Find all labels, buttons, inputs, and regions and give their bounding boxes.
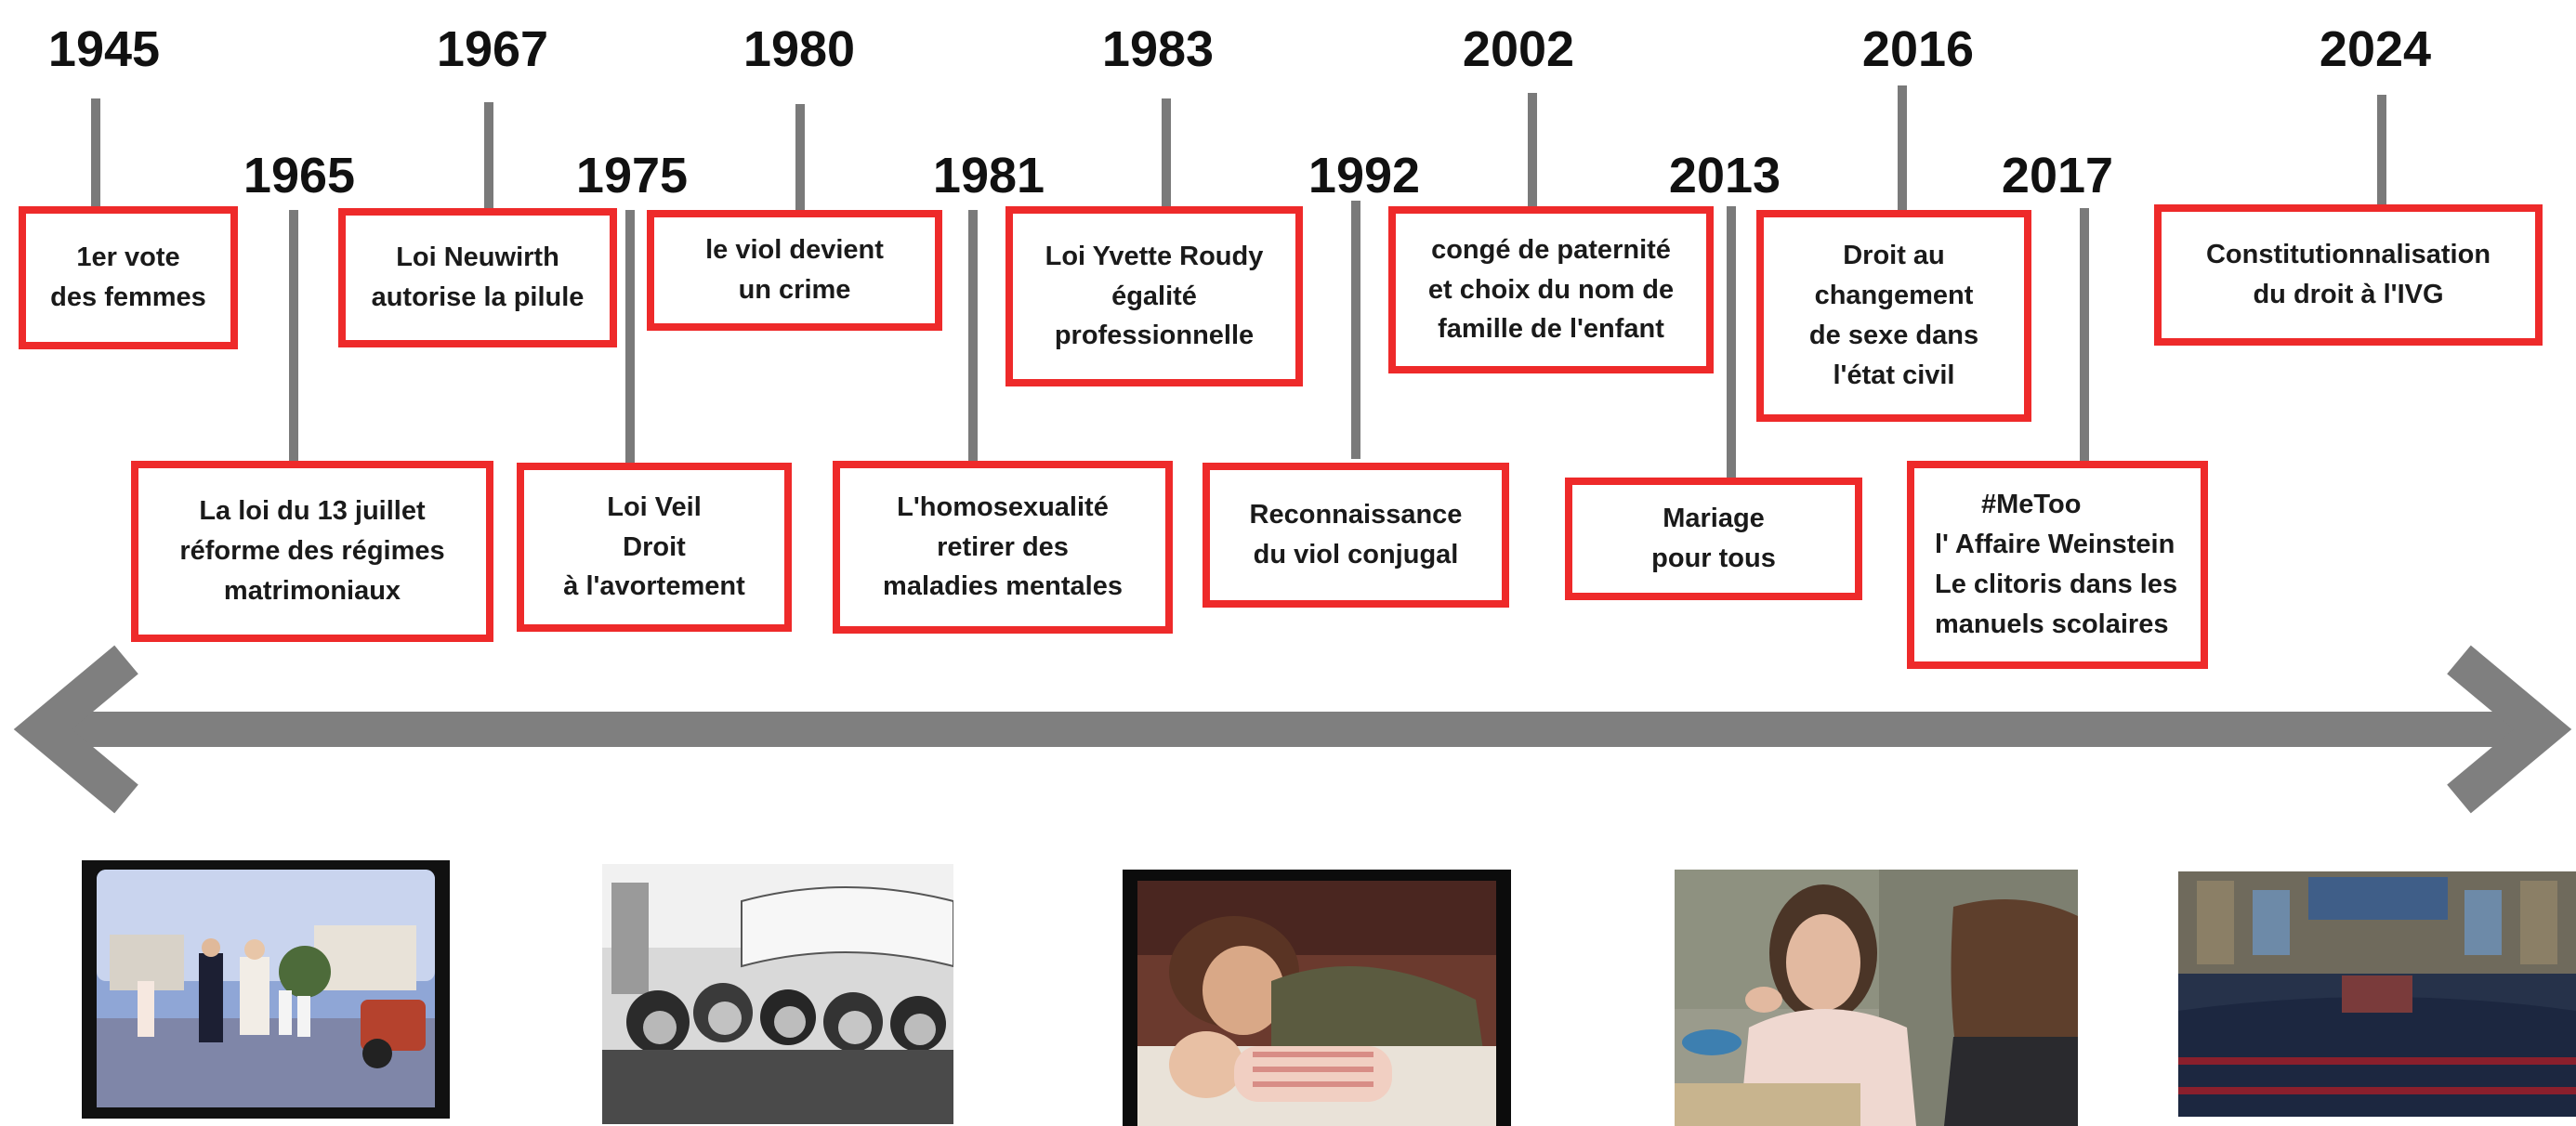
event-box-2024: Constitutionnalisation du droit à l'IVG bbox=[2154, 204, 2543, 346]
event-box-2017: #MeToo l' Affaire Weinstein Le clitoris … bbox=[1907, 461, 2208, 669]
event-text: Constitutionnalisation bbox=[2205, 240, 2491, 270]
timeline-axis-line bbox=[37, 712, 2537, 747]
year-1945: 1945 bbox=[47, 21, 161, 77]
connector-1980 bbox=[795, 104, 805, 214]
event-text: Droit bbox=[623, 531, 686, 562]
year-2013: 2013 bbox=[1668, 148, 1781, 203]
event-box-1992: Reconnaissance du viol conjugal bbox=[1203, 463, 1509, 608]
event-text: L'homosexualité bbox=[897, 491, 1109, 522]
event-text: du droit à l'IVG bbox=[2253, 280, 2444, 309]
event-text: Mariage bbox=[1663, 504, 1765, 534]
connector-1983 bbox=[1162, 98, 1171, 212]
event-text: du viol conjugal bbox=[1253, 540, 1459, 570]
event-text: pour tous bbox=[1651, 543, 1776, 573]
interview-photo bbox=[1675, 870, 2078, 1126]
event-text: matrimoniaux bbox=[223, 575, 401, 606]
couple-walking-photo bbox=[82, 860, 450, 1119]
year-1965: 1965 bbox=[243, 148, 356, 203]
event-box-1983: Loi Yvette Roudy égalité professionnelle bbox=[1005, 206, 1303, 386]
connector-1975 bbox=[625, 210, 635, 468]
event-text: #MeToo bbox=[1981, 490, 2082, 520]
year-1967: 1967 bbox=[436, 21, 549, 77]
event-text: égalité bbox=[1111, 281, 1197, 311]
year-2017: 2017 bbox=[2001, 148, 2114, 203]
year-2016: 2016 bbox=[1861, 21, 1975, 77]
event-text: Droit au bbox=[1843, 241, 1945, 271]
event-text: famille de l'enfant bbox=[1438, 314, 1664, 345]
connector-1965 bbox=[289, 210, 298, 465]
event-text: Reconnaissance bbox=[1249, 500, 1463, 530]
event-box-1981: L'homosexualité retirer des maladies men… bbox=[833, 461, 1173, 634]
event-box-1980: le viol devient un crime bbox=[647, 210, 942, 331]
connector-1967 bbox=[484, 102, 493, 212]
connector-2013 bbox=[1727, 206, 1736, 483]
arrow-head-left bbox=[13, 645, 138, 814]
year-1975: 1975 bbox=[575, 148, 689, 203]
parliament-congress-photo bbox=[2178, 871, 2576, 1117]
connector-1981 bbox=[968, 210, 978, 466]
event-text: manuels scolaires bbox=[1935, 609, 2169, 639]
event-text: professionnelle bbox=[1054, 321, 1255, 351]
event-text: et choix du nom de bbox=[1427, 274, 1675, 305]
event-text: le viol devient bbox=[705, 235, 884, 266]
event-box-2013: Mariage pour tous bbox=[1565, 478, 1862, 600]
arrow-head-right bbox=[2447, 645, 2572, 814]
event-text: retirer des bbox=[937, 531, 1069, 562]
event-box-2002: congé de paternité et choix du nom de fa… bbox=[1388, 206, 1714, 373]
connector-1945 bbox=[91, 98, 100, 210]
event-text: autorise la pilule bbox=[371, 282, 585, 312]
connector-2016 bbox=[1898, 85, 1907, 216]
event-text: à l'avortement bbox=[563, 571, 745, 602]
event-text: Loi Veil bbox=[607, 491, 702, 522]
year-1980: 1980 bbox=[743, 21, 856, 77]
year-1981: 1981 bbox=[932, 148, 1045, 203]
event-text: l' Affaire Weinstein bbox=[1935, 530, 2175, 560]
event-box-1945: 1er vote des femmes bbox=[19, 206, 238, 349]
event-text: La loi du 13 juillet bbox=[199, 496, 426, 527]
event-text: Le clitoris dans les bbox=[1935, 570, 2178, 599]
event-text: un crime bbox=[738, 275, 851, 305]
event-box-1967: Loi Neuwirth autorise la pilule bbox=[338, 208, 617, 347]
connector-2017 bbox=[2080, 208, 2089, 466]
connector-1992 bbox=[1351, 201, 1360, 459]
event-text: congé de paternité bbox=[1431, 234, 1671, 265]
timeline-double-arrow bbox=[13, 645, 2572, 814]
event-box-1975: Loi Veil Droit à l'avortement bbox=[517, 463, 792, 632]
event-text: Loi Yvette Roudy bbox=[1045, 241, 1264, 271]
year-2024: 2024 bbox=[2319, 21, 2432, 77]
event-text: des femmes bbox=[50, 282, 206, 312]
event-text: maladies mentales bbox=[883, 571, 1123, 602]
mother-and-baby-photo bbox=[1123, 870, 1511, 1126]
event-text: Loi Neuwirth bbox=[396, 242, 559, 273]
year-1992: 1992 bbox=[1308, 148, 1421, 203]
event-box-1965: La loi du 13 juillet réforme des régimes… bbox=[131, 461, 493, 642]
event-text: changement bbox=[1814, 281, 1974, 311]
year-2002: 2002 bbox=[1462, 21, 1575, 77]
year-1983: 1983 bbox=[1101, 21, 1215, 77]
protest-march-photo bbox=[602, 864, 953, 1124]
event-box-2016: Droit au changement de sexe dans l'état … bbox=[1756, 210, 2031, 422]
event-text: l'état civil bbox=[1833, 360, 1955, 390]
connector-2002 bbox=[1528, 93, 1537, 206]
event-text: 1er vote bbox=[76, 242, 180, 273]
event-text: réforme des régimes bbox=[179, 536, 445, 567]
connector-2024 bbox=[2377, 95, 2386, 210]
event-text: de sexe dans bbox=[1808, 321, 1979, 350]
